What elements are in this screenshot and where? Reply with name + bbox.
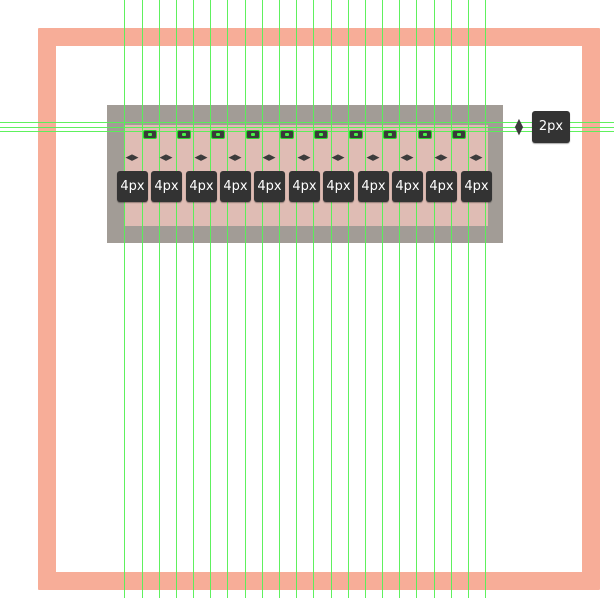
vertical-guide[interactable]	[124, 0, 125, 598]
horizontal-guide[interactable]	[0, 127, 614, 128]
gap-badge: 4px	[426, 171, 457, 202]
vertical-guide[interactable]	[348, 0, 349, 598]
height-badge: 2px	[532, 111, 570, 143]
vertical-guide[interactable]	[365, 0, 366, 598]
gap-badge: 4px	[289, 171, 320, 202]
gap-badge: 4px	[151, 171, 182, 202]
vertical-guide[interactable]	[176, 0, 177, 598]
vertical-guide[interactable]	[382, 0, 383, 598]
left-right-arrow-icon: ◂▸	[125, 150, 139, 165]
small-rectangle-detail[interactable]	[349, 130, 363, 139]
vertical-guide[interactable]	[331, 0, 332, 598]
small-rectangle-detail[interactable]	[452, 130, 466, 139]
small-rectangle-detail[interactable]	[246, 130, 260, 139]
vertical-guide[interactable]	[245, 0, 246, 598]
vertical-guide[interactable]	[399, 0, 400, 598]
vertical-guide[interactable]	[313, 0, 314, 598]
artboard-frame	[38, 28, 600, 590]
small-rectangle-detail[interactable]	[280, 130, 294, 139]
vertical-guide[interactable]	[227, 0, 228, 598]
left-right-arrow-icon: ◂▸	[159, 150, 173, 165]
vertical-guide[interactable]	[451, 0, 452, 598]
horizontal-guide[interactable]	[0, 131, 614, 132]
horizontal-guide[interactable]	[0, 122, 614, 123]
left-right-arrow-icon: ◂▸	[434, 150, 448, 165]
gap-badge: 4px	[220, 171, 251, 202]
left-right-arrow-icon: ◂▸	[366, 150, 380, 165]
vertical-guide[interactable]	[296, 0, 297, 598]
left-right-arrow-icon: ◂▸	[297, 150, 311, 165]
vertical-guide[interactable]	[262, 0, 263, 598]
small-rectangle-detail[interactable]	[177, 130, 191, 139]
vertical-guide[interactable]	[159, 0, 160, 598]
left-right-arrow-icon: ◂▸	[469, 150, 483, 165]
left-right-arrow-icon: ◂▸	[228, 150, 242, 165]
vertical-guide[interactable]	[279, 0, 280, 598]
left-right-arrow-icon: ◂▸	[194, 150, 208, 165]
gap-badge: 4px	[392, 171, 423, 202]
small-rectangle-detail[interactable]	[211, 130, 225, 139]
small-rectangle-detail[interactable]	[143, 130, 157, 139]
small-rectangle-detail[interactable]	[314, 130, 328, 139]
vertical-guide[interactable]	[468, 0, 469, 598]
vertical-guide[interactable]	[485, 0, 486, 598]
gap-badge: 4px	[186, 171, 217, 202]
vertical-guide[interactable]	[210, 0, 211, 598]
gap-badge: 4px	[461, 171, 492, 202]
left-right-arrow-icon: ◂▸	[331, 150, 345, 165]
vertical-guide[interactable]	[193, 0, 194, 598]
gap-badge: 4px	[358, 171, 389, 202]
left-right-arrow-icon: ◂▸	[262, 150, 276, 165]
vertical-guide[interactable]	[416, 0, 417, 598]
gap-badge: 4px	[117, 171, 148, 202]
gap-badge: 4px	[254, 171, 285, 202]
vertical-arrow-icon: ▲▼	[514, 116, 524, 137]
left-right-arrow-icon: ◂▸	[400, 150, 414, 165]
small-rectangle-detail[interactable]	[418, 130, 432, 139]
vertical-guide[interactable]	[434, 0, 435, 598]
vertical-guide[interactable]	[142, 0, 143, 598]
gap-badge: 4px	[323, 171, 354, 202]
small-rectangle-detail[interactable]	[383, 130, 397, 139]
